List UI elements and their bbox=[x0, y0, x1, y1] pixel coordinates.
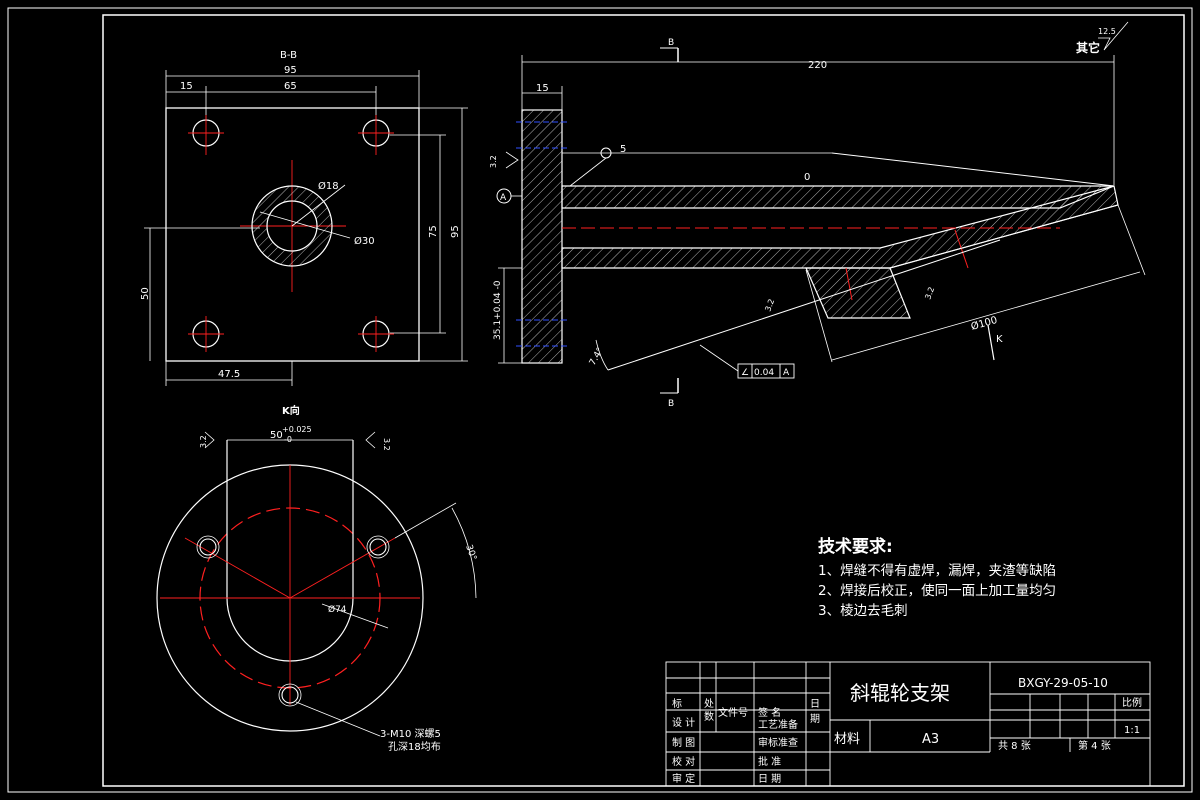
k-angle: 30° bbox=[463, 544, 478, 562]
part-name: 斜辊轮支架 bbox=[850, 681, 950, 705]
side-view: B B 其它 12.5 220 15 bbox=[489, 21, 1146, 409]
rough-1: 3.2 bbox=[489, 155, 498, 168]
outer-border bbox=[7, 7, 1193, 793]
section-label: B-B bbox=[280, 50, 297, 61]
sheets-total: 共 8 张 bbox=[998, 740, 1031, 752]
dim-height-inner: 75 bbox=[428, 225, 439, 238]
datum-label: A bbox=[500, 193, 507, 203]
dim-height-tol: 35.1+0.04 -0 bbox=[493, 280, 503, 340]
rough-2: 3.2 bbox=[763, 298, 776, 313]
k-rough-right: 3.2 bbox=[382, 438, 391, 451]
tb-cell: 标 bbox=[672, 698, 682, 710]
weld-fillet-label: 0 bbox=[804, 172, 810, 183]
view-label: K向 bbox=[282, 404, 300, 417]
dim-left-offset: 15 bbox=[180, 81, 193, 92]
k-view: K向 50 +0.025 -0 3.2 3.2 Ø74 30° 3-M10 bbox=[156, 404, 478, 753]
dim-hole-span: 65 bbox=[284, 81, 297, 92]
tolerance-frame bbox=[737, 363, 795, 379]
tb-cell: 文件号 bbox=[718, 706, 748, 719]
k-holes-note-2: 孔深18均布 bbox=[388, 741, 441, 753]
flange bbox=[521, 109, 563, 364]
tb-cell: 处 bbox=[704, 698, 714, 710]
k-width-nominal: 50 bbox=[270, 430, 283, 441]
tb-cell: 审 定 bbox=[672, 772, 695, 785]
tb-cell: 审标准查 bbox=[758, 736, 798, 749]
boss-bore bbox=[266, 200, 318, 252]
dim-length: 220 bbox=[808, 60, 827, 71]
tech-item: 1、焊缝不得有虚焊，漏焊，夹渣等缺陷 bbox=[818, 563, 1057, 579]
tb-cell: 制 图 bbox=[672, 736, 695, 749]
tb-cell: 数 bbox=[704, 710, 714, 723]
tech-requirements: 技术要求: 1、焊缝不得有虚焊，漏焊，夹渣等缺陷 2、焊接后校正，使同一面上加工… bbox=[818, 532, 1056, 621]
scale-label: 比例 bbox=[1122, 696, 1142, 709]
dim-half-width: 47.5 bbox=[218, 369, 240, 380]
section-marker-bottom: B bbox=[668, 399, 674, 409]
plate-outline bbox=[165, 107, 420, 362]
tolerance-datum: A bbox=[783, 368, 790, 378]
dim-boss-dia: Ø30 bbox=[354, 235, 375, 247]
tb-cell: 日 期 bbox=[758, 773, 781, 785]
dim-width: 95 bbox=[284, 65, 297, 76]
k-holes-note-1: 3-M10 深螺5 bbox=[380, 728, 441, 740]
dim-height-total: 95 bbox=[450, 225, 461, 238]
rough-3: 3.2 bbox=[923, 286, 936, 301]
weld-size: 5 bbox=[620, 144, 626, 155]
k-width-tol-upper: +0.025 bbox=[282, 425, 312, 434]
dim-flange-thk: 15 bbox=[536, 83, 549, 94]
roughness-other: 其它 bbox=[1076, 40, 1100, 55]
dim-half-height: 50 bbox=[140, 287, 151, 300]
scale-value: 1:1 bbox=[1124, 725, 1140, 736]
drawing-number: BXGY-29-05-10 bbox=[1018, 676, 1108, 690]
tb-cell: 签 名 bbox=[758, 706, 781, 719]
tech-title: 技术要求: bbox=[818, 537, 893, 557]
material-value: A3 bbox=[922, 732, 939, 747]
tb-cell: 日 bbox=[810, 699, 820, 710]
tb-cell: 设 计 bbox=[672, 716, 695, 729]
sheet-number: 第 4 张 bbox=[1078, 739, 1111, 752]
section-marker-top: B bbox=[668, 38, 674, 48]
tech-item: 2、焊接后校正，使同一面上加工量均匀 bbox=[818, 583, 1057, 599]
tb-cell: 校 对 bbox=[672, 755, 695, 768]
k-marker: K bbox=[996, 334, 1003, 345]
tech-item: 3、棱边去毛刺 bbox=[818, 603, 908, 619]
plate-view: B-B 95 15 65 75 95 50 47.5 bbox=[140, 50, 468, 386]
material-label: 材料 bbox=[834, 732, 860, 747]
k-width-tol-lower: -0 bbox=[284, 435, 292, 444]
dim-hole-dia: Ø18 bbox=[318, 180, 339, 192]
dim-angle: 7.4° bbox=[588, 346, 606, 367]
tb-cell: 批 准 bbox=[758, 755, 781, 768]
tolerance-symbol: ∠ bbox=[741, 368, 749, 378]
title-block: 斜辊轮支架 BXGY-29-05-10 材料 A3 比例 1:1 共 8 张 第… bbox=[665, 661, 1151, 787]
title-block-frame bbox=[665, 661, 1151, 787]
tolerance-value: 0.04 bbox=[754, 368, 774, 378]
roughness-other-value: 12.5 bbox=[1098, 27, 1116, 36]
tb-cell: 期 bbox=[810, 713, 820, 725]
k-bolt-circle: Ø74 bbox=[328, 604, 347, 615]
weld-boss bbox=[805, 267, 911, 319]
k-rough-left: 3.2 bbox=[199, 435, 208, 448]
tube-upper bbox=[561, 185, 1115, 209]
tb-cell: 工艺准备 bbox=[758, 718, 798, 731]
inner-border bbox=[102, 14, 1185, 787]
